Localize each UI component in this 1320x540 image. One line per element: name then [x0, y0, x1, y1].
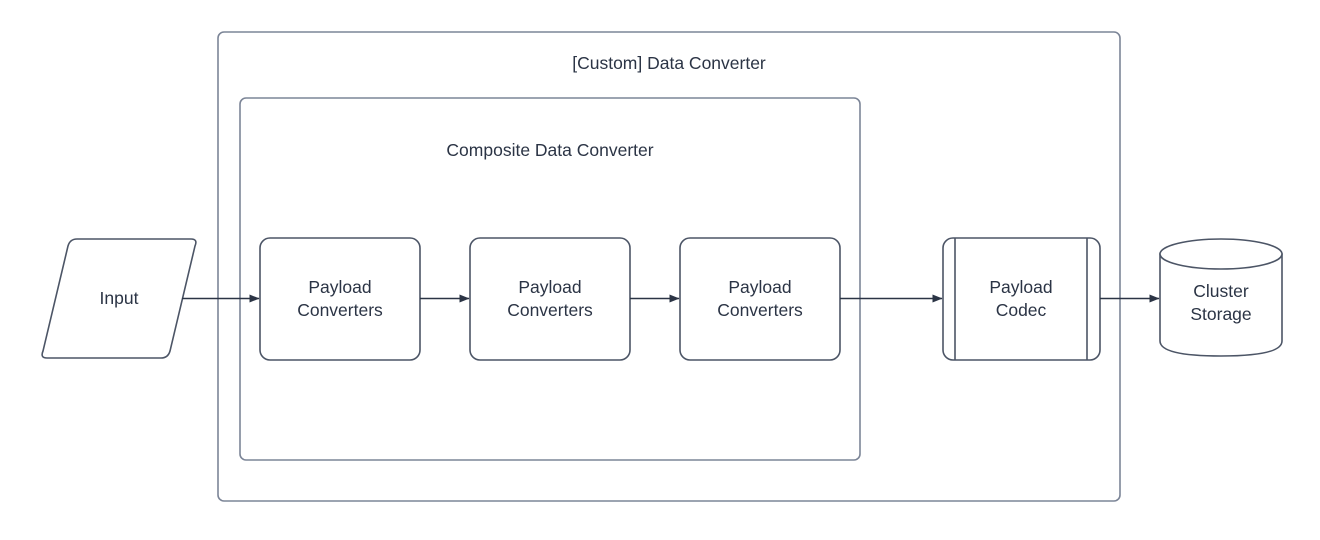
payload-converter-3-shape[interactable]	[679, 237, 841, 361]
payload-converter-1-shape[interactable]	[259, 237, 421, 361]
custom-data-converter-title: [Custom] Data Converter	[572, 53, 766, 73]
payload-codec-shape[interactable]	[942, 237, 1101, 361]
cluster-storage-shape[interactable]	[1159, 238, 1283, 357]
payload-converter-2-shape[interactable]	[469, 237, 631, 361]
input-shape[interactable]	[41, 238, 197, 359]
composite-data-converter-title: Composite Data Converter	[446, 140, 654, 160]
